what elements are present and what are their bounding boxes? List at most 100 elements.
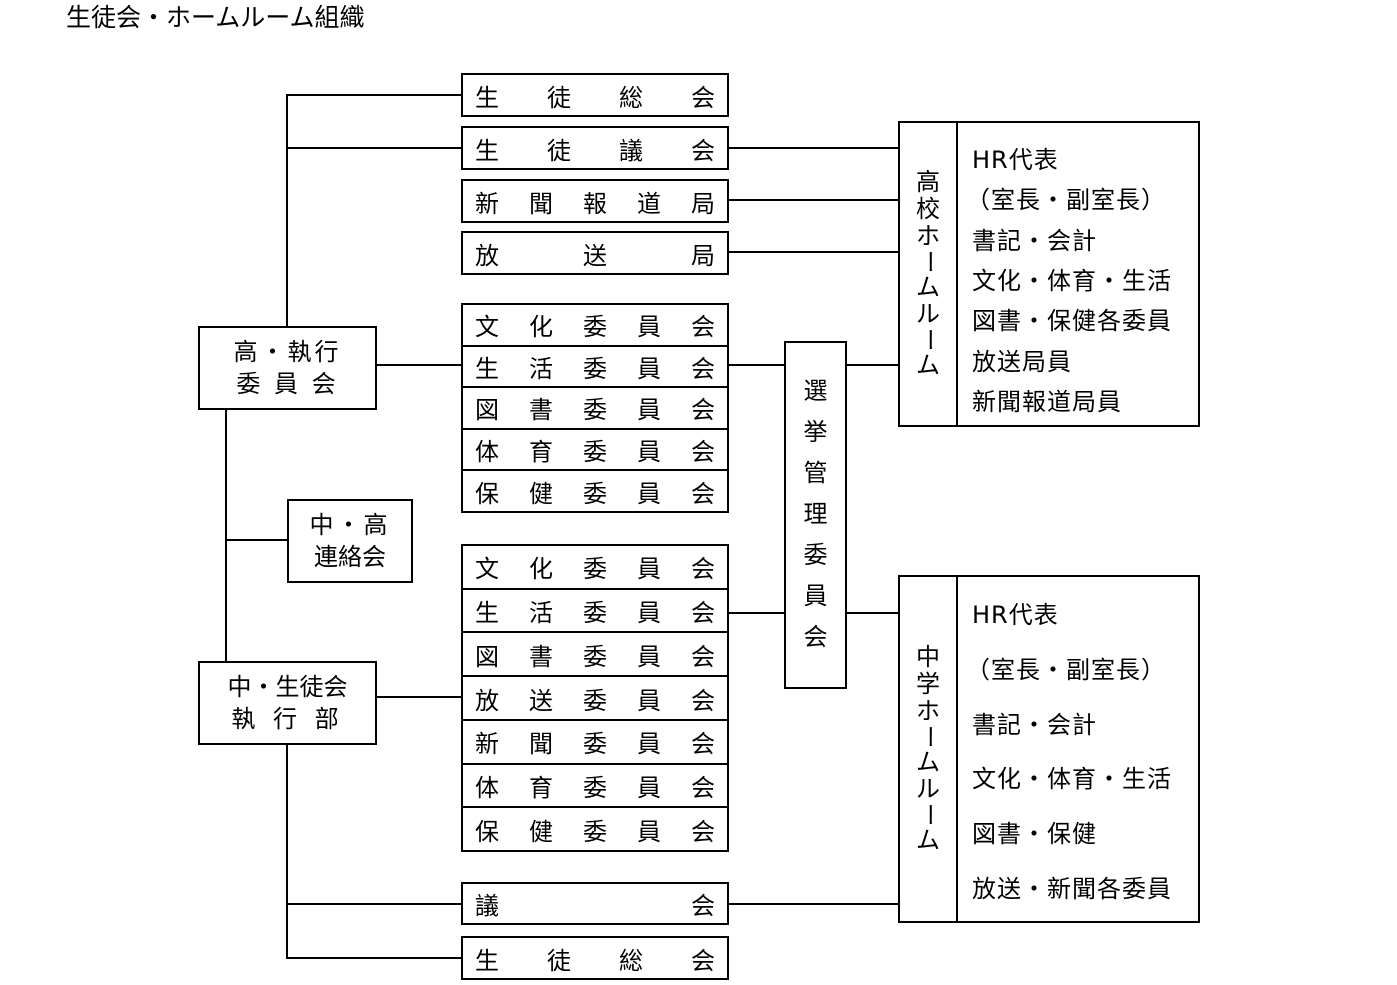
liaison-line2: 連絡会	[314, 543, 386, 571]
char: 保	[475, 479, 499, 508]
connector-line	[286, 743, 288, 959]
char: 生	[475, 946, 499, 975]
member-item: 図書・保健各委員	[972, 307, 1172, 336]
char: 議	[619, 136, 643, 165]
member-item: （室長・副室長）	[966, 655, 1166, 684]
char: 健	[529, 817, 553, 846]
char: 書	[529, 642, 553, 671]
char: 委	[583, 438, 607, 467]
char: 員	[803, 582, 828, 610]
liaison-line1: 中・高	[309, 511, 391, 539]
char: 育	[529, 438, 553, 467]
char: 活	[529, 599, 553, 628]
jhs-committee-row: 放送委員会	[463, 677, 727, 721]
char: 文	[475, 313, 499, 342]
jhs-committee-row: 生活委員会	[463, 590, 727, 634]
char: 高	[916, 168, 940, 196]
char: 徒	[547, 946, 571, 975]
char: 会	[691, 438, 715, 467]
char: ホ	[916, 697, 940, 725]
char: 会	[691, 686, 715, 715]
char: 会	[691, 642, 715, 671]
member-item: 文化・体育・生活	[972, 266, 1172, 295]
member-item: 放送・新聞各委員	[972, 874, 1172, 903]
jhs-committee-row: 体育委員会	[463, 765, 727, 809]
hs-student-council-box: 生 徒 議 会	[461, 126, 729, 170]
char: 員	[637, 730, 661, 759]
jhs-executive-box: 中・生徒会 執 行 部	[198, 661, 377, 745]
char: 書	[529, 396, 553, 425]
hs-executive-line1: 高・執行	[233, 338, 342, 366]
jhs-general-assembly-box: 生 徒 総 会	[461, 936, 729, 980]
connector-line	[286, 94, 463, 96]
hs-committee-row: 図書委員会	[463, 388, 727, 430]
char: 会	[691, 555, 715, 584]
char: 図	[475, 642, 499, 671]
char: 委	[583, 773, 607, 802]
char: 員	[637, 354, 661, 383]
char: 員	[637, 817, 661, 846]
hs-executive-line2: 委 員 会	[236, 370, 339, 398]
hs-executive-committee-box: 高・執行 委 員 会	[198, 326, 377, 410]
char: 会	[691, 83, 715, 112]
char: 委	[583, 730, 607, 759]
connector-line	[727, 612, 786, 614]
char: ム	[916, 351, 940, 379]
jhs-committees-stack: 文化委員会 生活委員会 図書委員会 放送委員会 新聞委員会 体育委員会 保健委員…	[461, 544, 729, 852]
jhs-homeroom-members: HR代表 （室長・副室長） 書記・会計 文化・体育・生活 図書・保健 放送・新聞…	[958, 577, 1198, 921]
member-item: （室長・副室長）	[966, 186, 1166, 215]
char: 会	[691, 773, 715, 802]
char: ル	[916, 775, 940, 803]
char: ム	[916, 748, 940, 776]
hs-newspaper-bureau-box: 新 聞 報 道 局	[461, 179, 729, 223]
char: 会	[691, 892, 715, 920]
char: 校	[916, 195, 940, 223]
char: 報	[583, 189, 607, 218]
char: ム	[916, 273, 940, 301]
char: 会	[691, 479, 715, 508]
char: 新	[475, 730, 499, 759]
char: 議	[475, 892, 499, 920]
hs-homeroom-label: 高 校 ホ ー ム ル ー ム	[900, 123, 958, 425]
char: 聞	[529, 189, 553, 218]
jhs-homeroom-label: 中 学 ホ ー ム ル ー ム	[900, 577, 958, 921]
hs-homeroom-box: 高 校 ホ ー ム ル ー ム HR代表 （室長・副室長） 書記・会計 文化・体…	[898, 121, 1200, 427]
char: 会	[691, 354, 715, 383]
char: 会	[803, 623, 828, 651]
connector-line	[845, 364, 900, 366]
char: 体	[475, 438, 499, 467]
hs-committee-row: 体育委員会	[463, 430, 727, 472]
char: 員	[637, 555, 661, 584]
char: 健	[529, 479, 553, 508]
hs-committees-stack: 文化委員会 生活委員会 図書委員会 体育委員会 保健委員会	[461, 303, 729, 513]
char: ー	[914, 250, 943, 274]
char: ー	[914, 725, 943, 749]
connector-line	[225, 408, 227, 663]
election-committee-box: 選 挙 管 理 委 員 会	[784, 341, 847, 689]
connector-line	[727, 251, 900, 253]
char: 会	[691, 396, 715, 425]
char: 育	[529, 773, 553, 802]
member-item: 書記・会計	[972, 710, 1097, 739]
char: 委	[583, 313, 607, 342]
char: 中	[916, 643, 940, 671]
connector-line	[727, 364, 786, 366]
member-item: 図書・保健	[972, 820, 1097, 849]
jhs-homeroom-box: 中 学 ホ ー ム ル ー ム HR代表 （室長・副室長） 書記・会計 文化・体…	[898, 575, 1200, 923]
char: 送	[529, 686, 553, 715]
char: 員	[637, 686, 661, 715]
member-item: 書記・会計	[972, 226, 1097, 255]
char: 生	[475, 136, 499, 165]
connector-line	[286, 94, 288, 328]
char: 学	[916, 670, 940, 698]
jhs-executive-line2: 執 行 部	[231, 705, 344, 733]
char: 挙	[803, 418, 828, 446]
char: 局	[691, 241, 715, 270]
char: 新	[475, 189, 499, 218]
jhs-committee-row: 保健委員会	[463, 808, 727, 850]
char: 徒	[547, 83, 571, 112]
char: ル	[916, 300, 940, 328]
char: 保	[475, 817, 499, 846]
hs-broadcast-bureau-box: 放 送 局	[461, 231, 729, 275]
char: 活	[529, 354, 553, 383]
